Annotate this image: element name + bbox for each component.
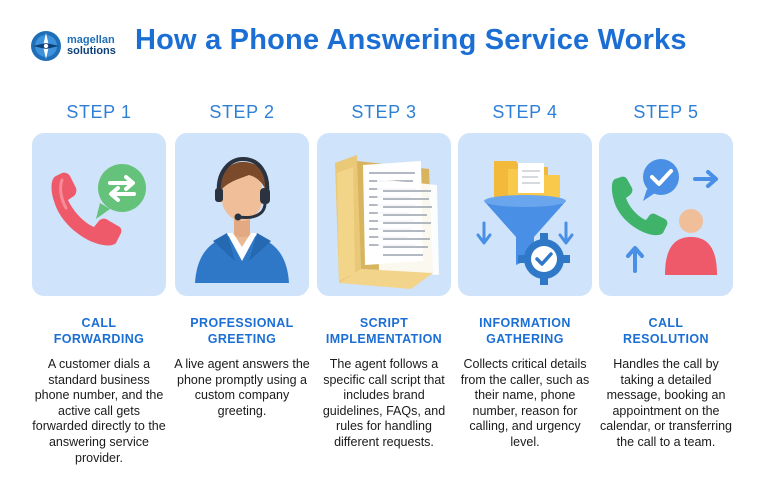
step-5-description: Handles the call by taking a detailed me… [599,357,732,449]
step-1-title-line1: CALL [81,316,117,330]
step-1-title: CALL FORWARDING [32,315,166,347]
header: magellan solutions How a Phone Answering… [0,0,768,80]
step-3-title-line2: IMPLEMENTATION [325,332,443,346]
step-5-card [599,133,733,296]
step-2-label: STEP 2 [209,102,275,122]
step-4-card [458,133,592,296]
step-5-label: STEP 5 [633,102,699,122]
step-2-title: PROFESSIONAL GREETING [175,315,309,347]
step-3-card [317,133,451,296]
step-2-description: A live agent answers the phone promptly … [174,357,310,418]
brand-logo: magellan solutions [30,30,116,62]
funnel-gear-icon [476,161,574,285]
compass-logo-icon [31,31,61,61]
step-5-title: CALL RESOLUTION [599,315,733,347]
call-resolution-icon [611,159,718,275]
page-title: How a Phone Answering Service Works [135,24,687,56]
step-2-title-line2: GREETING [207,332,277,346]
step-5-title-line2: RESOLUTION [623,332,709,346]
step-4-label: STEP 4 [492,102,558,122]
step-5-title-line1: CALL [648,316,684,330]
step-4-title: INFORMATION GATHERING [458,315,592,347]
brand-name-line1: magellan [67,34,115,46]
step-1-description: A customer dials a standard business pho… [32,357,166,465]
step-1-title-line2: FORWARDING [53,332,145,346]
phone-forward-icon [51,164,146,246]
step-4-description: Collects critical details from the calle… [460,357,590,449]
step-2-title-line1: PROFESSIONAL [190,316,294,330]
step-3-title: SCRIPT IMPLEMENTATION [317,315,451,347]
step-4-title-line2: GATHERING [486,332,564,346]
step-2-card [175,133,309,296]
step-3-description: The agent follows a specific call script… [322,357,446,449]
step-1-card [32,133,166,296]
brand-name-line2: solutions [67,45,116,57]
step-3-title-line1: SCRIPT [359,316,409,330]
agent-headset-icon [195,156,289,283]
step-4-title-line1: INFORMATION [479,316,571,330]
step-1-label: STEP 1 [66,102,132,122]
script-folder-icon [335,155,439,289]
step-3-label: STEP 3 [351,102,417,122]
